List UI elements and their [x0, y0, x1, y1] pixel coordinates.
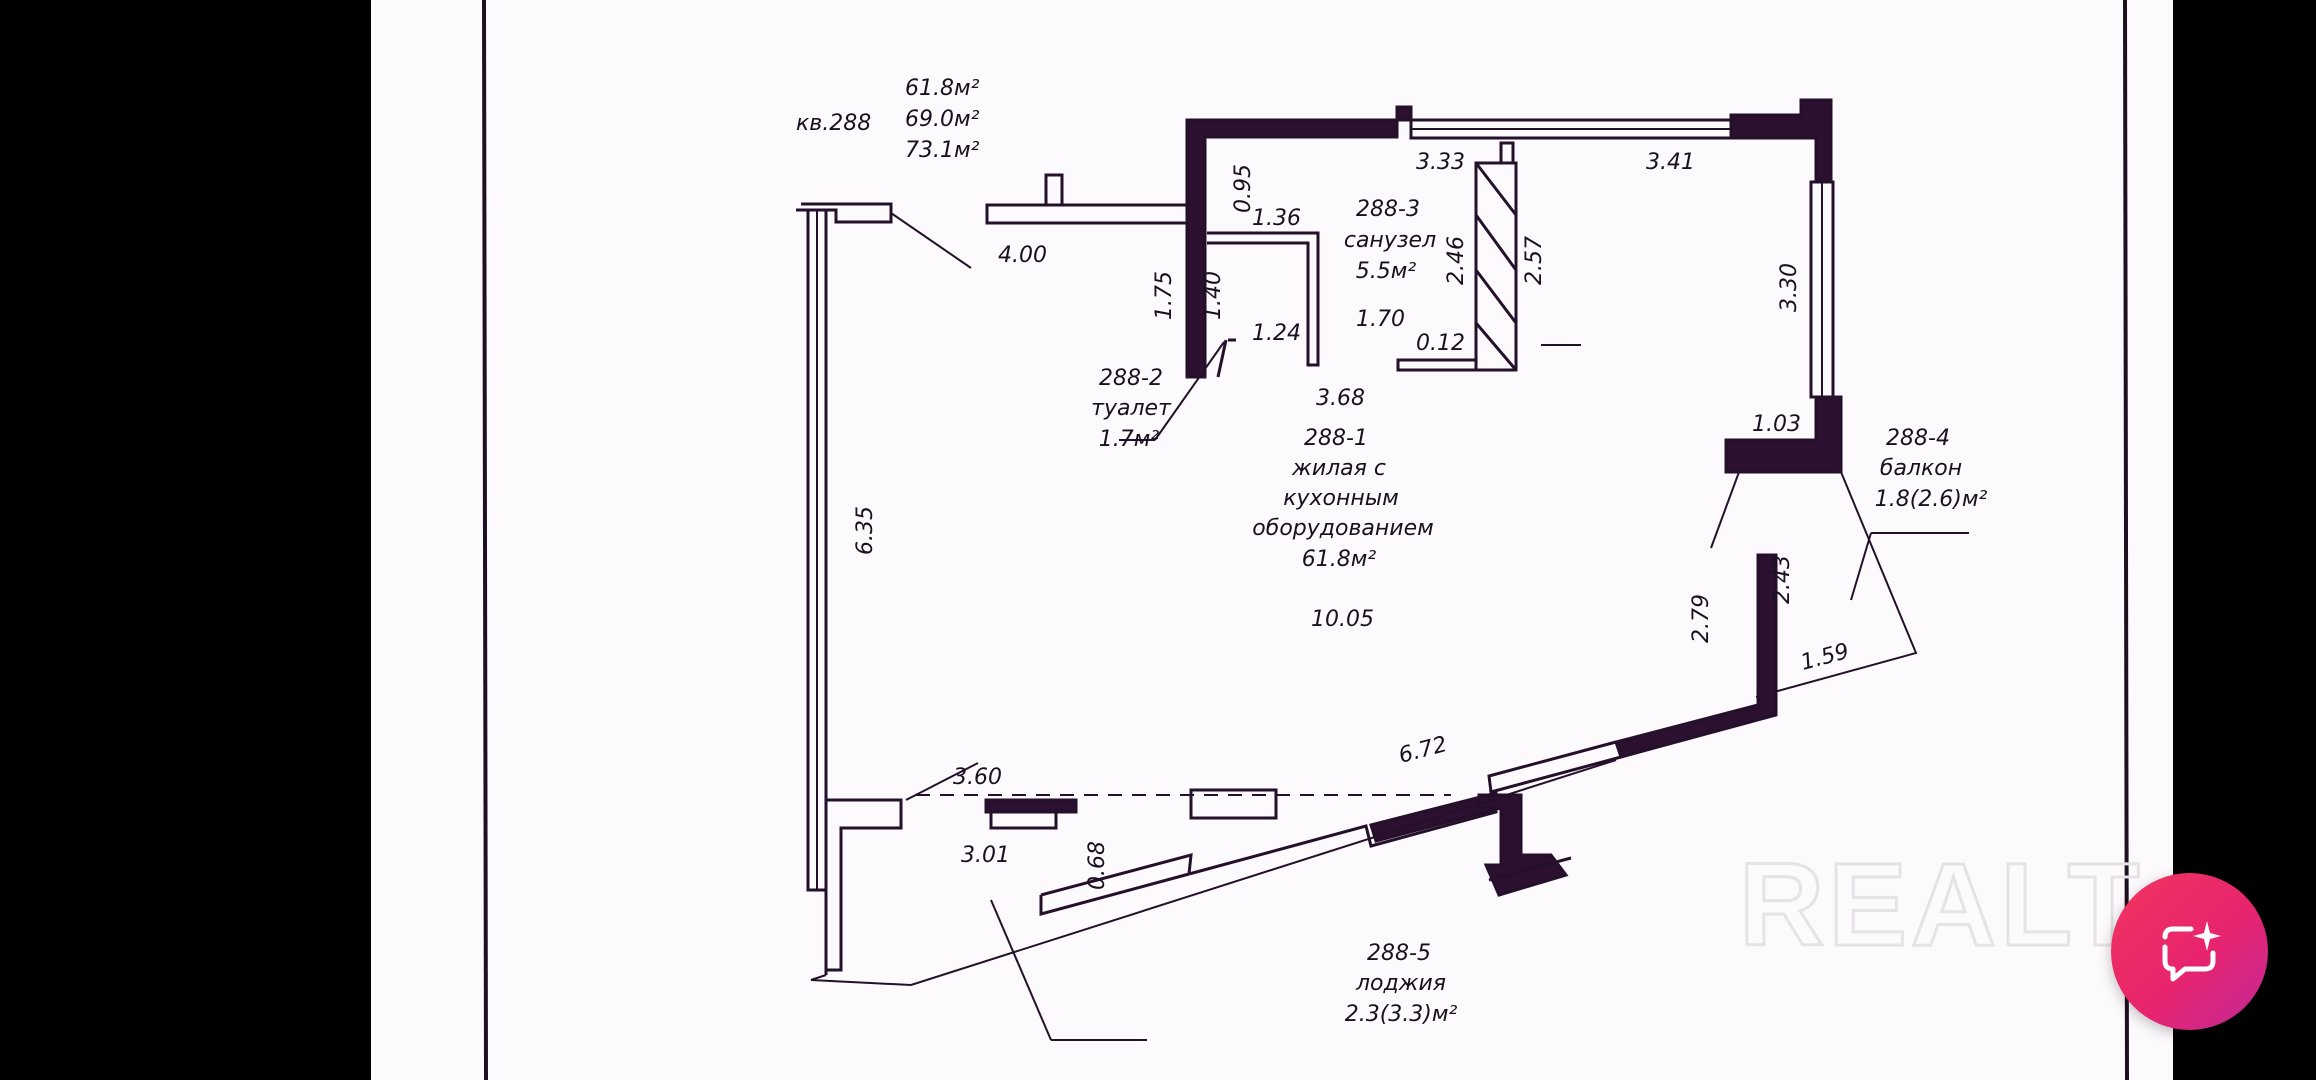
- frame-line-left: [482, 0, 488, 1080]
- walls: [796, 98, 1918, 987]
- svg-text:2.3(3.3)м²: 2.3(3.3)м²: [1345, 1002, 1458, 1027]
- right-corner-wall: [1724, 395, 1843, 474]
- svg-text:288-5: 288-5: [1367, 941, 1431, 966]
- dim-243: 2.43: [1770, 555, 1795, 604]
- dim-400: 4.00: [998, 243, 1047, 268]
- top-left-partition: [985, 203, 1189, 225]
- svg-text:1.8(2.6)м²: 1.8(2.6)м²: [1875, 487, 1988, 512]
- svg-text:288-4: 288-4: [1886, 426, 1950, 451]
- room-288-1-label: 288-1 жилая с кухонным оборудованием 61.…: [1252, 426, 1433, 572]
- balcony-outline: [1755, 471, 1918, 698]
- dim-103: 1.03: [1752, 412, 1801, 437]
- sparkle-chat-icon: [2162, 921, 2221, 982]
- apartment-area-living: 61.8м²: [905, 76, 980, 101]
- room-288-4-label: 288-4 балкон 1.8(2.6)м²: [1875, 426, 1988, 512]
- top-right-corner: [1729, 98, 1833, 184]
- dim-333: 3.33: [1416, 150, 1465, 175]
- dim-140: 1.40: [1201, 271, 1226, 320]
- dim-360: 3.60: [953, 765, 1002, 790]
- dim-136: 1.36: [1252, 206, 1301, 231]
- svg-text:5.5м²: 5.5м²: [1356, 259, 1417, 284]
- lower-right-wall: [1614, 553, 1778, 759]
- frame-line-right: [2123, 0, 2129, 1080]
- svg-text:лоджия: лоджия: [1355, 971, 1446, 996]
- left-wall-top-stub: [796, 202, 893, 224]
- svg-text:61.8м²: 61.8м²: [1302, 547, 1377, 572]
- dim-279: 2.79: [1689, 594, 1714, 643]
- dim-257: 2.57: [1522, 236, 1547, 285]
- svg-text:оборудованием: оборудованием: [1252, 516, 1433, 541]
- svg-text:288-3: 288-3: [1356, 197, 1420, 222]
- dim-672: 6.72: [1396, 732, 1450, 769]
- svg-text:кухонным: кухонным: [1283, 486, 1399, 511]
- svg-text:1.7м²: 1.7м²: [1099, 427, 1160, 452]
- loggia-inner-wall: [1040, 852, 1193, 897]
- dimension-labels: 3.33 3.41 0.95 1.36 4.00 1.75 1.40 1.24 …: [853, 150, 1852, 890]
- bottom-diagonal-wall: [1188, 755, 1622, 876]
- dim-1005: 10.05: [1311, 607, 1374, 632]
- svg-text:балкон: балкон: [1880, 456, 1962, 481]
- floor-plan: REALT: [482, 0, 2144, 1080]
- bathroom-partition: [1474, 161, 1518, 372]
- dim-301: 3.01: [961, 843, 1010, 868]
- svg-text:санузел: санузел: [1344, 228, 1436, 253]
- apartment-header: кв.288 61.8м² 69.0м² 73.1м²: [796, 76, 980, 163]
- toilet-wall: [1185, 105, 1413, 379]
- apartment-area-total-with-balcony: 73.1м²: [905, 138, 980, 163]
- dim-012: 0.12: [1416, 331, 1465, 356]
- dim-175: 1.75: [1152, 271, 1177, 320]
- loggia-corner: [824, 798, 903, 972]
- svg-text:288-2: 288-2: [1099, 366, 1163, 391]
- realt-watermark: REALT: [1739, 839, 2144, 971]
- dim-330: 3.30: [1777, 263, 1802, 312]
- image-viewer: REALT: [371, 0, 2173, 1080]
- dim-170: 1.70: [1356, 307, 1405, 332]
- dim-068: 0.68: [1085, 841, 1110, 890]
- room-288-5-label: 288-5 лоджия 2.3(3.3)м²: [1345, 941, 1458, 1027]
- room-288-2-label: 288-2 туалет 1.7м²: [1091, 366, 1172, 452]
- svg-text:жилая с: жилая с: [1291, 456, 1386, 481]
- dim-341: 3.41: [1646, 150, 1695, 175]
- loggia-wall: [1477, 793, 1569, 897]
- apartment-number: кв.288: [796, 111, 871, 136]
- dim-124: 1.24: [1252, 321, 1301, 346]
- svg-text:туалет: туалет: [1091, 396, 1172, 421]
- dim-246: 2.46: [1444, 236, 1469, 285]
- dim-095: 0.95: [1231, 164, 1256, 213]
- toilet-inner-wall: [1207, 231, 1320, 367]
- leader-lines: [890, 212, 1969, 1041]
- dim-159: 1.59: [1798, 639, 1852, 676]
- svg-text:288-1: 288-1: [1304, 426, 1368, 451]
- loggia-outline: [810, 759, 1617, 987]
- room-288-3-label: 288-3 санузел 5.5м²: [1344, 197, 1436, 284]
- dim-368: 3.68: [1316, 386, 1365, 411]
- chat-assistant-button[interactable]: [2111, 873, 2268, 1030]
- dim-635: 6.35: [853, 506, 878, 555]
- apartment-area-total: 69.0м²: [905, 107, 980, 132]
